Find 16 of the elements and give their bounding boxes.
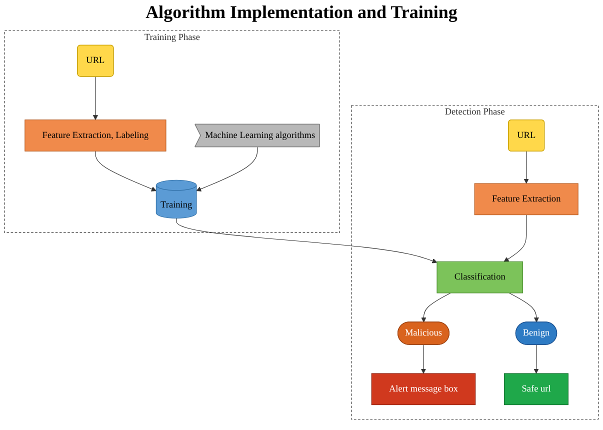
arrow	[534, 344, 539, 374]
node-box: Feature Extraction	[474, 183, 578, 216]
arrow	[508, 292, 539, 322]
diagram-title: Algorithm Implementation and Training	[144, 2, 458, 23]
node-box: Classification	[436, 261, 524, 294]
arrow	[524, 151, 529, 184]
arrow	[196, 146, 258, 192]
arrow	[176, 218, 438, 264]
arrow	[504, 214, 527, 262]
arrow	[421, 292, 451, 322]
node-box: Safe url	[504, 373, 568, 406]
arrow	[420, 344, 426, 374]
node-box: Alert message box	[371, 373, 476, 406]
arrow	[95, 150, 156, 192]
arrow	[92, 76, 98, 120]
node-box: Feature Extraction, Labeling	[24, 120, 166, 152]
